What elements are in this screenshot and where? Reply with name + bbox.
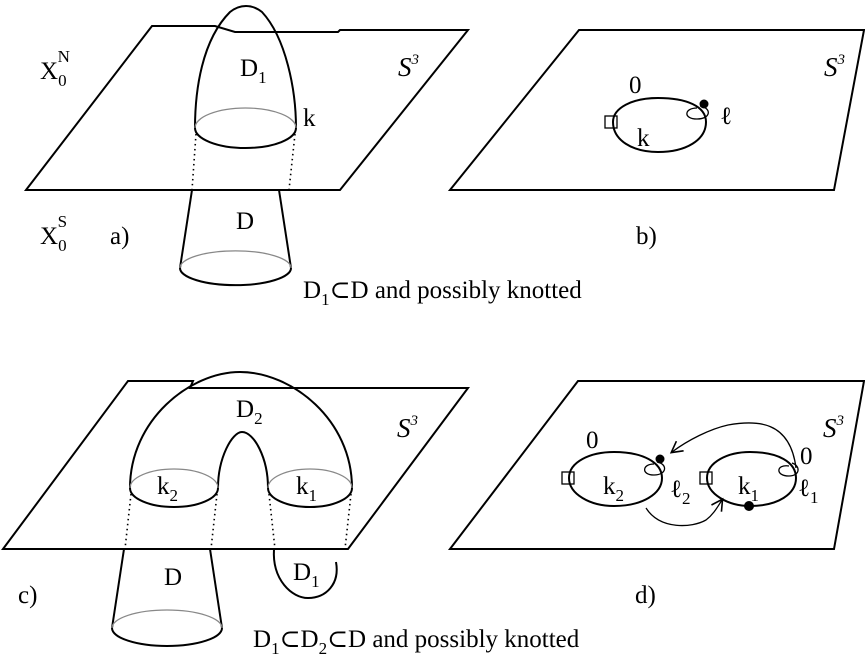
upper-disk-d2 bbox=[124, 370, 353, 550]
disk-label-d: D bbox=[236, 208, 254, 235]
panel-a: S3 D1 k D X0N X0S a) D1⊂D and possibly k… bbox=[23, 5, 582, 309]
knot-k2-d bbox=[561, 450, 666, 508]
panel-label-b: b) bbox=[636, 223, 657, 250]
framing-label-k2: 0 bbox=[586, 427, 599, 454]
panel-label-c: c) bbox=[18, 582, 37, 609]
region-label-north: X0N bbox=[40, 47, 70, 90]
disk-label-d-c: D bbox=[164, 564, 182, 591]
square-marker bbox=[699, 471, 713, 485]
dot-marker bbox=[699, 99, 709, 109]
caption-c: D1⊂D2⊂D and possibly knotted bbox=[253, 626, 580, 658]
lower-cylinder-d bbox=[179, 189, 292, 287]
knot-label-k1-c: k1 bbox=[296, 473, 317, 505]
knot-label-k2-c: k2 bbox=[157, 473, 178, 505]
disk-label-d1: D1 bbox=[240, 55, 267, 87]
loop-label-l1: ℓ1 bbox=[798, 475, 818, 507]
disk-label-d2: D2 bbox=[236, 396, 263, 428]
square-marker bbox=[604, 115, 618, 129]
framing-label-b: 0 bbox=[629, 72, 642, 99]
lower-cylinder-d bbox=[111, 548, 223, 647]
dot-marker bbox=[655, 454, 665, 464]
arrow-k1-to-k2 bbox=[669, 422, 797, 469]
knot-k1-d bbox=[699, 450, 799, 511]
region-label-south: X0S bbox=[40, 212, 67, 255]
caption-a: D1⊂D and possibly knotted bbox=[303, 277, 582, 309]
knot-label-k: k bbox=[303, 105, 316, 132]
loop-label-b: ℓ bbox=[720, 103, 732, 130]
space-label-d: S3 bbox=[823, 413, 844, 443]
square-marker bbox=[561, 471, 575, 485]
space-label-a: S3 bbox=[398, 52, 419, 82]
loop-label-l2: ℓ2 bbox=[670, 476, 690, 508]
dot-marker bbox=[744, 501, 754, 511]
plane-s3 bbox=[1, 380, 470, 550]
framing-label-k1: 0 bbox=[800, 443, 813, 470]
panel-label-a: a) bbox=[110, 223, 129, 250]
panel-label-d: d) bbox=[635, 582, 656, 609]
small-disk-d1 bbox=[272, 548, 338, 600]
space-label-c: S3 bbox=[397, 413, 418, 443]
upper-disk-d1 bbox=[191, 5, 297, 191]
panel-d: S3 0 0 k2 k1 ℓ2 ℓ1 d) bbox=[447, 380, 865, 609]
plane-s3 bbox=[447, 29, 865, 191]
knot-label-k-b: k bbox=[637, 125, 650, 152]
panel-b: S3 0 k ℓ b) bbox=[447, 29, 865, 250]
space-label-b: S3 bbox=[824, 52, 845, 82]
knot-label-k2-d: k2 bbox=[603, 473, 624, 505]
panel-c: S3 D2 k2 k1 D D1 c) D1⊂D2⊂D and possibly… bbox=[1, 370, 580, 658]
knot-label-k1-d: k1 bbox=[738, 473, 759, 505]
arrow-k2-to-k1 bbox=[645, 497, 724, 527]
disk-label-d1-c: D1 bbox=[293, 559, 320, 591]
knot-k-b bbox=[604, 96, 709, 154]
